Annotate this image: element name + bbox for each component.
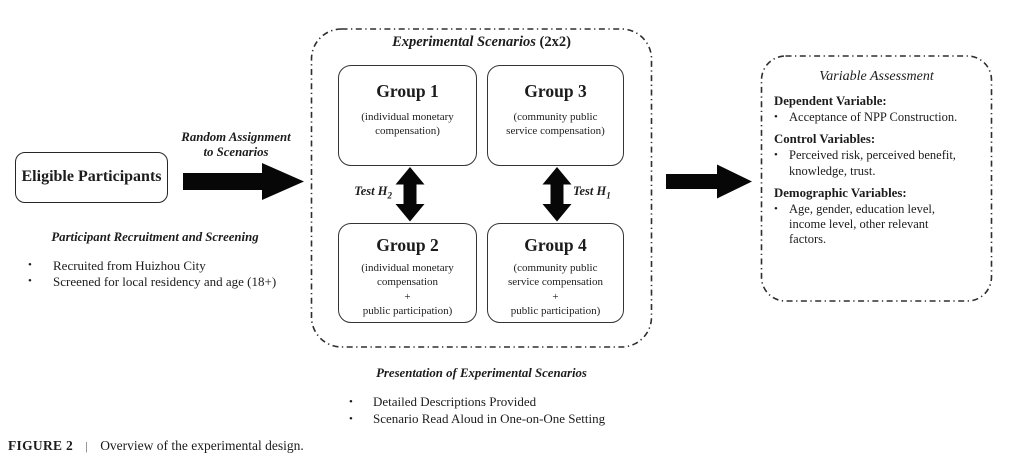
assessment-bullet-text: Acceptance of NPP Construction. bbox=[789, 110, 958, 124]
group-description: (individual monetary compensation + publ… bbox=[361, 262, 454, 317]
section-heading: Demographic Variables: bbox=[774, 185, 907, 200]
assessment-bullet-text: Perceived risk, perceived benefit, knowl… bbox=[789, 148, 956, 178]
assessment-section: Dependent Variable: • Acceptance of NPP … bbox=[774, 94, 979, 125]
group-name: Group 3 bbox=[524, 81, 587, 101]
group-4-box: Group 4 (community public service compen… bbox=[487, 223, 624, 323]
figure-caption: FIGURE 2 | Overview of the experimental … bbox=[8, 438, 304, 454]
double-arrow-vertical-icon bbox=[395, 167, 425, 222]
section-heading: Control Variables: bbox=[774, 132, 876, 147]
test-label-subscript: 1 bbox=[606, 190, 611, 201]
presentation-bullet-text: Scenario Read Aloud in One-on-One Settin… bbox=[373, 410, 606, 426]
list-item: • Screened for local residency and age (… bbox=[28, 274, 276, 290]
figure-caption-separator: | bbox=[85, 439, 88, 453]
list-item: • Acceptance of NPP Construction. bbox=[774, 110, 979, 125]
scenarios-title-bold: (2x2) bbox=[539, 34, 571, 50]
presentation-bullet-text: Detailed Descriptions Provided bbox=[373, 394, 537, 409]
arrow-right-icon bbox=[183, 163, 304, 200]
group-name: Group 2 bbox=[376, 235, 439, 255]
bullet-icon: • bbox=[349, 396, 353, 408]
bullet-icon: • bbox=[774, 149, 778, 162]
variable-assessment-container-border bbox=[760, 55, 993, 302]
group-description: (community public service compensation) bbox=[506, 111, 605, 138]
presentation-title: Presentation of Experimental Scenarios bbox=[376, 366, 587, 380]
test-label-subscript: 2 bbox=[387, 190, 393, 201]
presentation-bullet-list: • Detailed Descriptions Provided • Scena… bbox=[349, 394, 605, 427]
experimental-scenarios-title: Experimental Scenarios (2x2) bbox=[311, 34, 652, 51]
group-2-box: Group 2 (individual monetary compensatio… bbox=[338, 223, 477, 323]
section-heading: Dependent Variable: bbox=[774, 94, 887, 108]
list-item: • Scenario Read Aloud in One-on-One Sett… bbox=[349, 411, 605, 428]
scenarios-title-italic: Experimental Scenarios bbox=[392, 34, 536, 50]
test-label-text: Test H bbox=[354, 184, 388, 198]
bullet-icon: • bbox=[28, 274, 32, 287]
assessment-section: Control Variables: • Perceived risk, per… bbox=[774, 132, 979, 179]
recruitment-bullet-text: Screened for local residency and age (18… bbox=[53, 273, 277, 289]
assessment-section: Demographic Variables: • Age, gender, ed… bbox=[774, 186, 979, 248]
test-label-text: Test H bbox=[573, 184, 607, 198]
variable-assessment-title: Variable Assessment bbox=[819, 69, 934, 84]
recruitment-screening-title: Participant Recruitment and Screening bbox=[51, 230, 259, 244]
list-item: • Perceived risk, perceived benefit, kno… bbox=[774, 148, 979, 179]
group-3-box: Group 3 (community public service compen… bbox=[487, 65, 624, 166]
group-name: Group 1 bbox=[376, 81, 439, 101]
recruitment-bullet-list: • Recruited from Huizhou City • Screened… bbox=[28, 258, 276, 290]
bullet-icon: • bbox=[28, 259, 32, 271]
group-1-box: Group 1 (individual monetary compensatio… bbox=[338, 65, 477, 166]
arrow-right-icon bbox=[666, 164, 752, 199]
group-name: Group 4 bbox=[524, 235, 587, 255]
experimental-scenarios-container-border bbox=[310, 28, 653, 348]
list-item: • Age, gender, education level, income l… bbox=[774, 202, 979, 248]
eligible-participants-label: Eligible Participants bbox=[21, 168, 162, 186]
figure-caption-label: FIGURE 2 bbox=[8, 438, 74, 453]
assessment-bullet-text: Age, gender, education level, income lev… bbox=[789, 201, 935, 247]
recruitment-bullet-text: Recruited from Huizhou City bbox=[53, 258, 206, 273]
list-item: • Detailed Descriptions Provided bbox=[349, 394, 605, 411]
test-h1-label: Test H1 bbox=[573, 184, 643, 201]
list-item: • Recruited from Huizhou City bbox=[28, 258, 276, 274]
group-description: (individual monetary compensation) bbox=[361, 111, 454, 138]
bullet-icon: • bbox=[774, 202, 778, 215]
variable-assessment-box: Variable Assessment Dependent Variable: … bbox=[761, 56, 992, 301]
group-description: (community public service compensation +… bbox=[508, 262, 603, 317]
bullet-icon: • bbox=[774, 111, 778, 123]
double-arrow-vertical-icon bbox=[542, 167, 572, 222]
test-h2-label: Test H2 bbox=[326, 184, 392, 201]
bullet-icon: • bbox=[349, 412, 353, 425]
eligible-participants-box: Eligible Participants bbox=[15, 152, 168, 203]
figure-caption-text: Overview of the experimental design. bbox=[100, 438, 304, 453]
random-assignment-label: Random Assignment to Scenarios bbox=[181, 130, 291, 160]
